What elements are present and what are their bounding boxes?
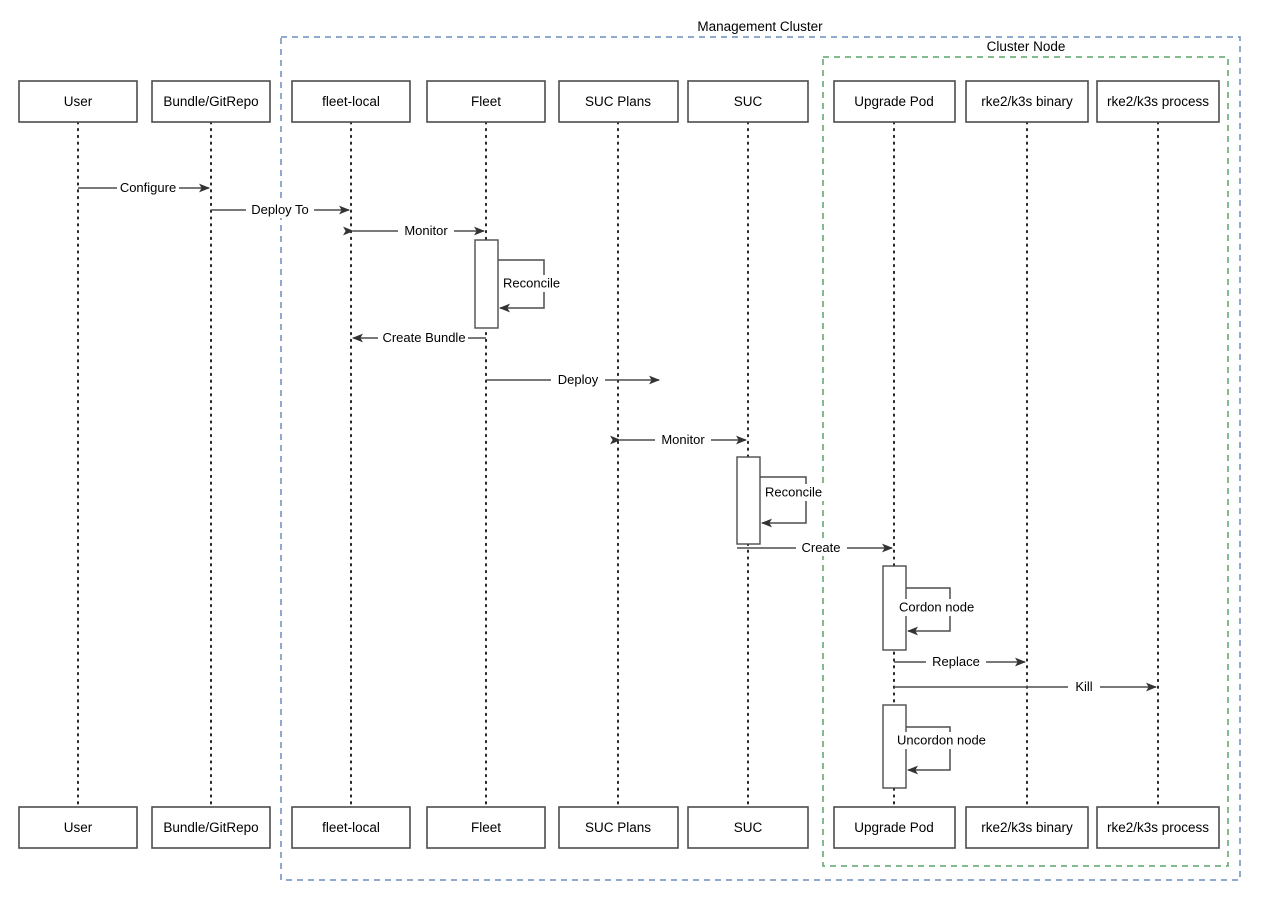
actor-rke2-process-bottom[interactable]: rke2/k3s process bbox=[1096, 806, 1220, 849]
message-label-deploy-to: Deploy To bbox=[251, 202, 309, 217]
actor-bundle-bottom[interactable]: Bundle/GitRepo bbox=[151, 806, 271, 849]
message-monitor-fleet: Monitor bbox=[343, 223, 485, 239]
actor-fleet-local-bottom[interactable]: fleet-local bbox=[291, 806, 411, 849]
actor-rke2-process-top[interactable]: rke2/k3s process bbox=[1096, 80, 1220, 123]
boundary-label-management-cluster: Management Cluster bbox=[697, 19, 823, 34]
message-label-deploy: Deploy bbox=[558, 372, 599, 387]
activation-suc-reconcile bbox=[736, 456, 761, 545]
actor-bundle-top[interactable]: Bundle/GitRepo bbox=[151, 80, 271, 123]
message-reconcile-suc: Reconcile bbox=[760, 476, 828, 528]
message-replace: Replace bbox=[894, 654, 1026, 670]
actor-rke2-binary-top[interactable]: rke2/k3s binary bbox=[965, 80, 1089, 123]
message-deploy: Deploy bbox=[486, 372, 660, 388]
message-label-kill: Kill bbox=[1075, 679, 1092, 694]
actor-suc-plans-top[interactable]: SUC Plans bbox=[558, 80, 679, 123]
boundary-cluster-node: Cluster Node bbox=[822, 39, 1229, 867]
actor-label-bundle: Bundle/GitRepo bbox=[163, 94, 258, 109]
message-uncordon-node: Uncordon node bbox=[894, 726, 994, 775]
message-label-cordon-node: Cordon node bbox=[899, 599, 974, 614]
actor-suc-top[interactable]: SUC bbox=[687, 80, 809, 123]
actor-fleet-local-top[interactable]: fleet-local bbox=[291, 80, 411, 123]
message-label-create-bundle: Create Bundle bbox=[382, 330, 465, 345]
message-label-reconcile-suc: Reconcile bbox=[765, 484, 822, 499]
message-kill: Kill bbox=[894, 679, 1157, 695]
boundary-label-cluster-node: Cluster Node bbox=[987, 39, 1066, 54]
actor-label-bundle-bottom: Bundle/GitRepo bbox=[163, 820, 258, 835]
actor-label-rke2-process: rke2/k3s process bbox=[1107, 94, 1209, 109]
actor-fleet-bottom[interactable]: Fleet bbox=[426, 806, 546, 849]
actor-fleet-top[interactable]: Fleet bbox=[426, 80, 546, 123]
message-label-monitor-suc: Monitor bbox=[661, 432, 705, 447]
actor-user-bottom[interactable]: User bbox=[18, 806, 138, 849]
actor-label-user: User bbox=[64, 94, 93, 109]
message-create: Create bbox=[737, 540, 893, 556]
actor-label-suc-plans-bottom: SUC Plans bbox=[585, 820, 651, 835]
activation-fleet-reconcile bbox=[474, 239, 499, 329]
message-label-configure: Configure bbox=[120, 180, 176, 195]
message-monitor-suc: Monitor bbox=[610, 432, 747, 448]
actor-user-top[interactable]: User bbox=[18, 80, 138, 123]
actor-label-upgrade-pod-bottom: Upgrade Pod bbox=[854, 820, 934, 835]
actor-label-upgrade-pod: Upgrade Pod bbox=[854, 94, 934, 109]
actor-label-rke2-binary-bottom: rke2/k3s binary bbox=[981, 820, 1073, 835]
actor-suc-plans-bottom[interactable]: SUC Plans bbox=[558, 806, 679, 849]
message-reconcile-fleet: Reconcile bbox=[498, 259, 566, 313]
actor-label-rke2-binary: rke2/k3s binary bbox=[981, 94, 1073, 109]
message-configure: Configure bbox=[78, 180, 210, 196]
actor-label-fleet-local: fleet-local bbox=[322, 94, 380, 109]
actor-label-rke2-process-bottom: rke2/k3s process bbox=[1107, 820, 1209, 835]
message-create-bundle: Create Bundle bbox=[352, 330, 486, 346]
message-deploy-to: Deploy To bbox=[211, 202, 350, 218]
actor-suc-bottom[interactable]: SUC bbox=[687, 806, 809, 849]
actor-label-fleet-bottom: Fleet bbox=[471, 820, 501, 835]
message-label-uncordon-node: Uncordon node bbox=[897, 732, 986, 747]
boundary-management-cluster: Management Cluster bbox=[280, 19, 1241, 881]
actor-label-fleet-local-bottom: fleet-local bbox=[322, 820, 380, 835]
actor-label-suc: SUC bbox=[734, 94, 763, 109]
message-label-monitor-fleet: Monitor bbox=[404, 223, 448, 238]
lifelines bbox=[77, 121, 1159, 808]
message-cordon-node: Cordon node bbox=[896, 587, 988, 636]
actor-upgrade-pod-bottom[interactable]: Upgrade Pod bbox=[833, 806, 956, 849]
actor-label-suc-plans: SUC Plans bbox=[585, 94, 651, 109]
actor-label-fleet: Fleet bbox=[471, 94, 501, 109]
actor-label-suc-bottom: SUC bbox=[734, 820, 763, 835]
actor-rke2-binary-bottom[interactable]: rke2/k3s binary bbox=[965, 806, 1089, 849]
actor-label-user-bottom: User bbox=[64, 820, 93, 835]
message-label-create: Create bbox=[801, 540, 840, 555]
actor-upgrade-pod-top[interactable]: Upgrade Pod bbox=[833, 80, 956, 123]
message-label-reconcile-fleet: Reconcile bbox=[503, 275, 560, 290]
message-label-replace: Replace bbox=[932, 654, 980, 669]
